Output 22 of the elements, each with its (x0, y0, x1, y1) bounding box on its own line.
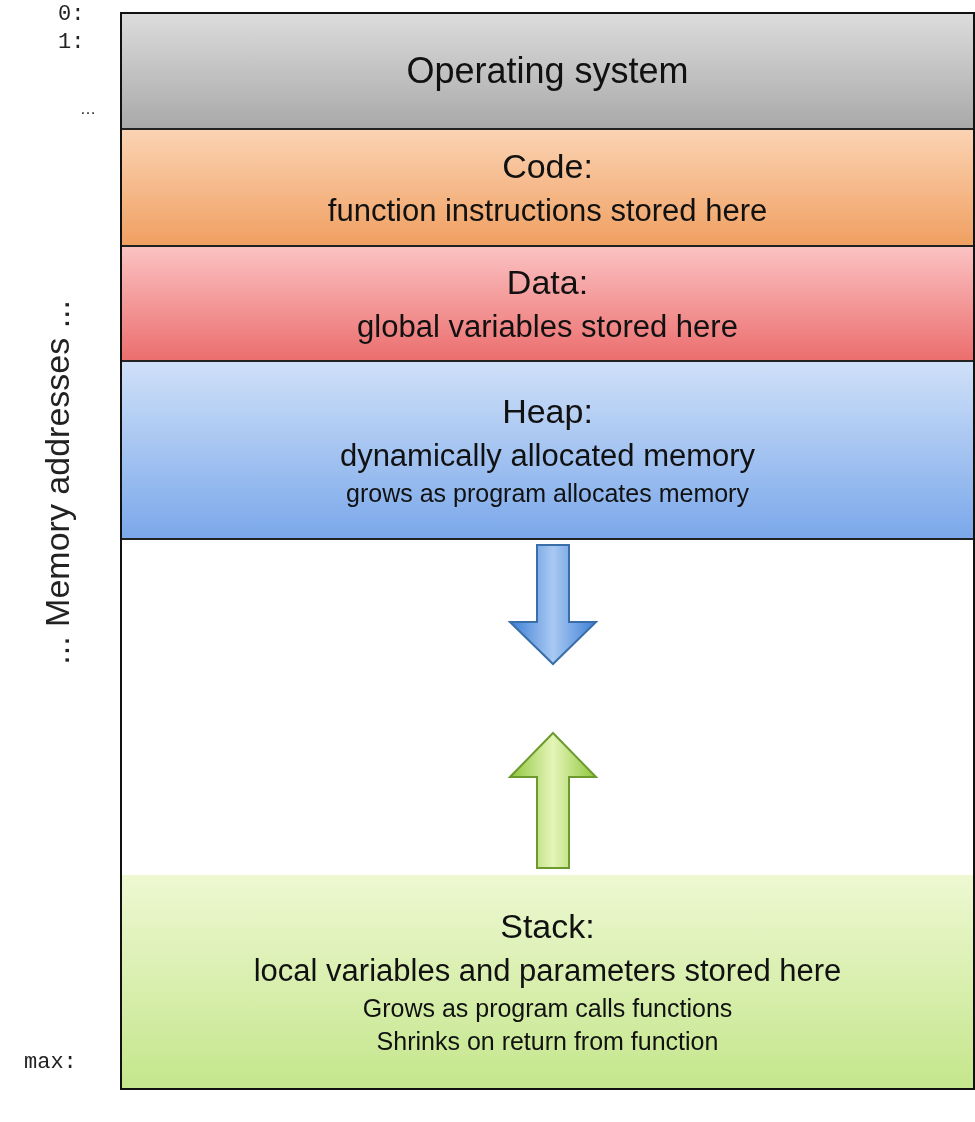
ellipsis: … (80, 100, 96, 118)
segment-title: Operating system (406, 48, 689, 93)
address-label: 0: (58, 2, 85, 27)
segment-title: Data: (506, 261, 589, 303)
segment-description: dynamically allocated memory (339, 437, 756, 476)
stack-segment (122, 875, 973, 1088)
segment-title: Heap: (502, 391, 593, 433)
segment-description: grows as program allocates memory (346, 478, 749, 509)
segment-description: local variables and parameters stored here (253, 951, 842, 990)
os-segment (122, 14, 973, 130)
heap-segment (122, 362, 973, 540)
segment-title: Code: (502, 145, 593, 187)
address-label: max: (24, 1050, 77, 1075)
address-label: 1: (58, 30, 85, 55)
segment-title: Stack: (500, 905, 595, 947)
axis-label: ... Memory addresses ... (38, 300, 77, 665)
segment-description: Grows as program calls functions (362, 992, 733, 1024)
code-segment (122, 130, 973, 247)
segment-description: global variables stored here (357, 307, 738, 346)
segment-description: Shrinks on return from function (376, 1026, 719, 1058)
data-segment (122, 247, 973, 362)
segment-description: function instructions stored here (327, 191, 768, 230)
